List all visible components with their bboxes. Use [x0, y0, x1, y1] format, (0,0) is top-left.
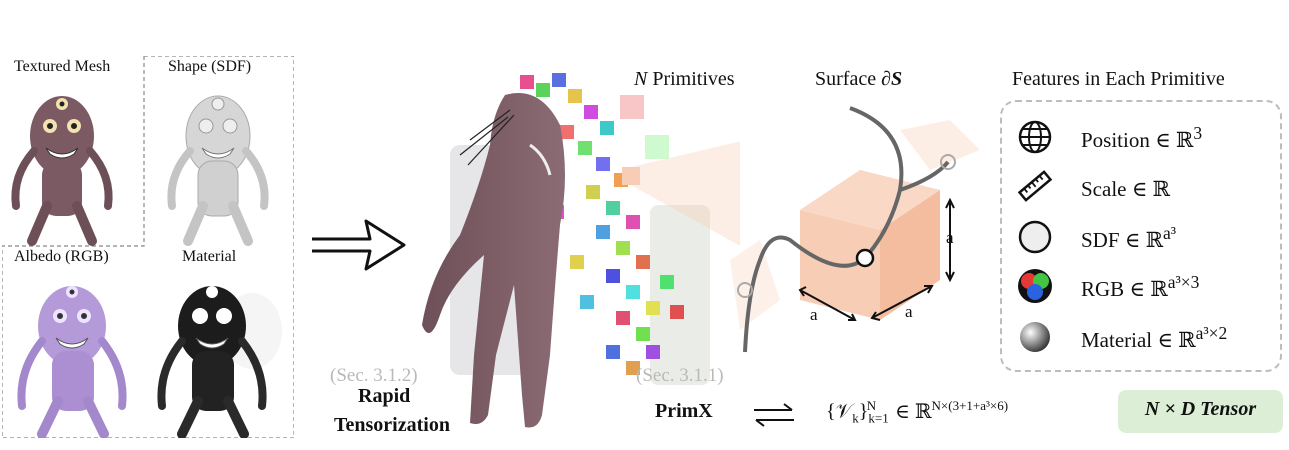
feature-position-label: Position ∈ ℝ3 — [1081, 123, 1203, 152]
features-box — [1000, 100, 1282, 372]
feature-rgb-label: RGB ∈ ℝa³×3 — [1081, 272, 1200, 301]
feature-scale: Scale ∈ ℝ — [1015, 166, 1170, 206]
feature-sdf-label: SDF ∈ ℝa³ — [1081, 223, 1177, 252]
textured-mesh-monster — [11, 96, 113, 246]
rgb-circles-icon — [1015, 266, 1055, 306]
primx-label: PrimX — [655, 400, 713, 422]
surface-symbol: S — [890, 68, 903, 90]
albedo-monster — [17, 286, 127, 438]
feature-material-label: Material ∈ ℝa³×2 — [1081, 323, 1228, 352]
feature-sdf: SDF ∈ ℝa³ — [1015, 217, 1176, 257]
monster-figure — [422, 93, 565, 428]
surface-text: Surface ∂ — [815, 68, 891, 90]
sec-311-label: (Sec. 3.1.1) — [636, 365, 724, 386]
n-symbol: N — [634, 68, 648, 90]
label-shape-sdf: Shape (SDF) — [168, 58, 252, 75]
shape-sdf-monster — [167, 95, 269, 246]
n-primitives-label: N Primitives — [634, 68, 735, 91]
edge-a-left: a — [810, 305, 818, 324]
sec-312-label: (Sec. 3.1.2) — [330, 365, 418, 386]
feature-material: Material ∈ ℝa³×2 — [1015, 317, 1227, 357]
edge-a-right: a — [905, 302, 913, 321]
edge-a-vertical: a — [946, 228, 954, 247]
feature-scale-label: Scale ∈ ℝ — [1081, 177, 1170, 201]
tensor-label: N × D Tensor — [1144, 398, 1257, 420]
colored-cubes — [520, 73, 684, 375]
material-sphere-icon — [1015, 317, 1055, 357]
feature-rgb: RGB ∈ ℝa³×3 — [1015, 266, 1199, 306]
rapid-label: Rapid — [358, 385, 411, 407]
circle-icon — [1015, 217, 1055, 257]
primitive-cube-diagram — [730, 106, 980, 353]
bidirectional-arrow-icon — [754, 403, 794, 427]
primitives-text: Primitives — [652, 68, 735, 90]
material-monster — [157, 286, 282, 438]
input-asset-panel: Textured Mesh Shape (SDF) Albedo (RGB) M… — [2, 56, 294, 438]
hollow-arrow-icon — [312, 219, 406, 271]
feature-position: Position ∈ ℝ3 — [1015, 117, 1202, 157]
tensor-formula: {𝒱k}k=1N ∈ ℝN×(3+1+a³×6) — [826, 398, 1009, 426]
features-title: Features in Each Primitive — [1012, 68, 1225, 90]
tensor-badge: N × D Tensor — [1118, 390, 1283, 433]
label-material: Material — [182, 248, 237, 265]
label-textured-mesh: Textured Mesh — [14, 58, 111, 75]
label-albedo: Albedo (RGB) — [14, 248, 109, 265]
primitive-cloud — [422, 73, 740, 428]
tensorization-label: Tensorization — [334, 414, 450, 436]
globe-icon — [1015, 117, 1055, 157]
surface-label: Surface ∂S — [815, 68, 902, 91]
ruler-icon — [1015, 166, 1055, 206]
